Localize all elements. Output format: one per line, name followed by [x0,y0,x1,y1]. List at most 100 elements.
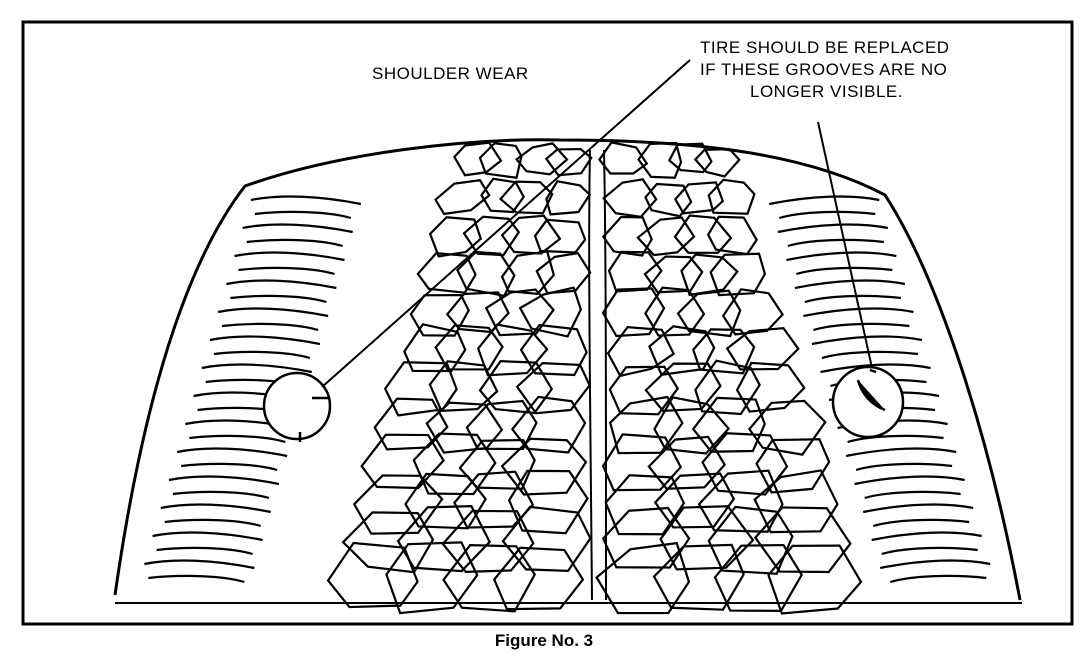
leader-line-right [817,121,873,369]
tread-block [360,433,445,490]
wear-indicator-circle-left [262,371,332,441]
shoulder-lug-right [854,475,965,500]
tread-block [500,437,588,496]
shoulder-lug-right [880,559,991,584]
tread-block [484,288,555,337]
tread-block [396,505,491,573]
shoulder-lug-left [209,335,321,360]
tread-block [434,324,504,371]
shoulder-lug-left [144,559,255,584]
shoulder-lug-left [226,279,337,304]
tread-block [403,323,467,373]
shoulder-wear-label: SHOULDER WEAR [372,64,529,83]
tread-block [725,326,800,371]
tread-block [352,474,444,535]
tread-block [753,506,852,574]
tread-block [636,216,696,257]
tread-block [604,474,686,536]
tread-block [507,469,589,535]
tread-block [453,141,503,177]
tread-block [676,289,742,338]
tread-block [709,252,767,297]
tread-block [514,142,569,176]
shoulder-lug-left [176,447,288,472]
tread-block [601,287,666,338]
tread-block [602,178,658,219]
wear-indicator-circle-right [831,365,905,439]
tread-block [659,505,755,571]
shoulder-lug-right [811,335,923,360]
tread-block [701,432,789,496]
tread-block [767,544,863,615]
leader-line-left [321,59,691,388]
tread-block [341,511,435,574]
shoulder-lug-right [786,251,897,276]
tread-block [713,543,803,613]
shoulder-lug-right [845,447,957,472]
tread-block [680,253,739,297]
tread-block [637,141,683,179]
tread-block [601,433,683,492]
tread-block [673,181,725,215]
tread-block [644,182,693,218]
tread-block [404,472,487,530]
figure-caption: Figure No. 3 [494,631,594,650]
tread-block [608,395,684,455]
tread-block [453,470,535,529]
tread-block [441,509,535,574]
shoulder-lug-left [250,195,362,220]
tread-block [465,399,538,451]
tread-block [692,328,756,375]
tread-block [425,401,504,454]
tread-block [673,214,733,254]
shoulder-lug-right [803,307,914,332]
tread-block [706,215,758,256]
tread-block [501,505,592,572]
tread-block [456,250,516,298]
tread-block [428,216,483,258]
shoulder-lug-left [168,475,280,500]
tread-block [697,469,784,533]
tread-block [416,251,477,294]
tread-block [498,180,554,215]
tread-block [601,506,691,569]
tread-block [747,399,827,456]
tread-block [601,215,653,257]
shoulder-lug-left [234,251,345,276]
tread-block [595,541,691,615]
wear-bar-left [298,396,330,442]
tire-outline [113,138,1022,601]
tread-block [533,218,587,254]
figure-frame [21,20,1074,626]
callout-line-2: IF THESE GROOVES ARE NO [700,60,948,79]
shoulder-lug-right [862,503,974,528]
tread-block [478,360,554,415]
tread-block [598,141,649,175]
shoulder-lug-left [152,531,263,556]
tread-block [753,469,839,534]
tread-block [442,544,536,613]
shoulder-lug-left [160,503,271,528]
shoulder-lug-right [769,195,880,220]
callout-line-1: TIRE SHOULD BE REPLACED [700,38,950,57]
tread-block [462,215,521,257]
tread-block [476,323,549,377]
tread-block [500,214,562,255]
tread-pattern [144,141,991,615]
tread-block [644,286,706,337]
tread-block [644,362,722,413]
tread-block [519,323,588,377]
tread-block [492,546,585,611]
tread-block [755,438,831,494]
shoulder-lug-left [217,307,329,332]
tread-block [693,147,741,178]
tread-block [445,291,510,334]
replacement-callout: TIRE SHOULD BE REPLACED IF THESE GROOVES… [700,37,1030,103]
tread-block [643,255,704,294]
shoulder-lug-right [871,531,982,556]
shoulder-lug-right [777,223,889,248]
tread-block [707,178,756,215]
wear-bar-right [856,368,886,412]
tread-block [694,359,761,416]
